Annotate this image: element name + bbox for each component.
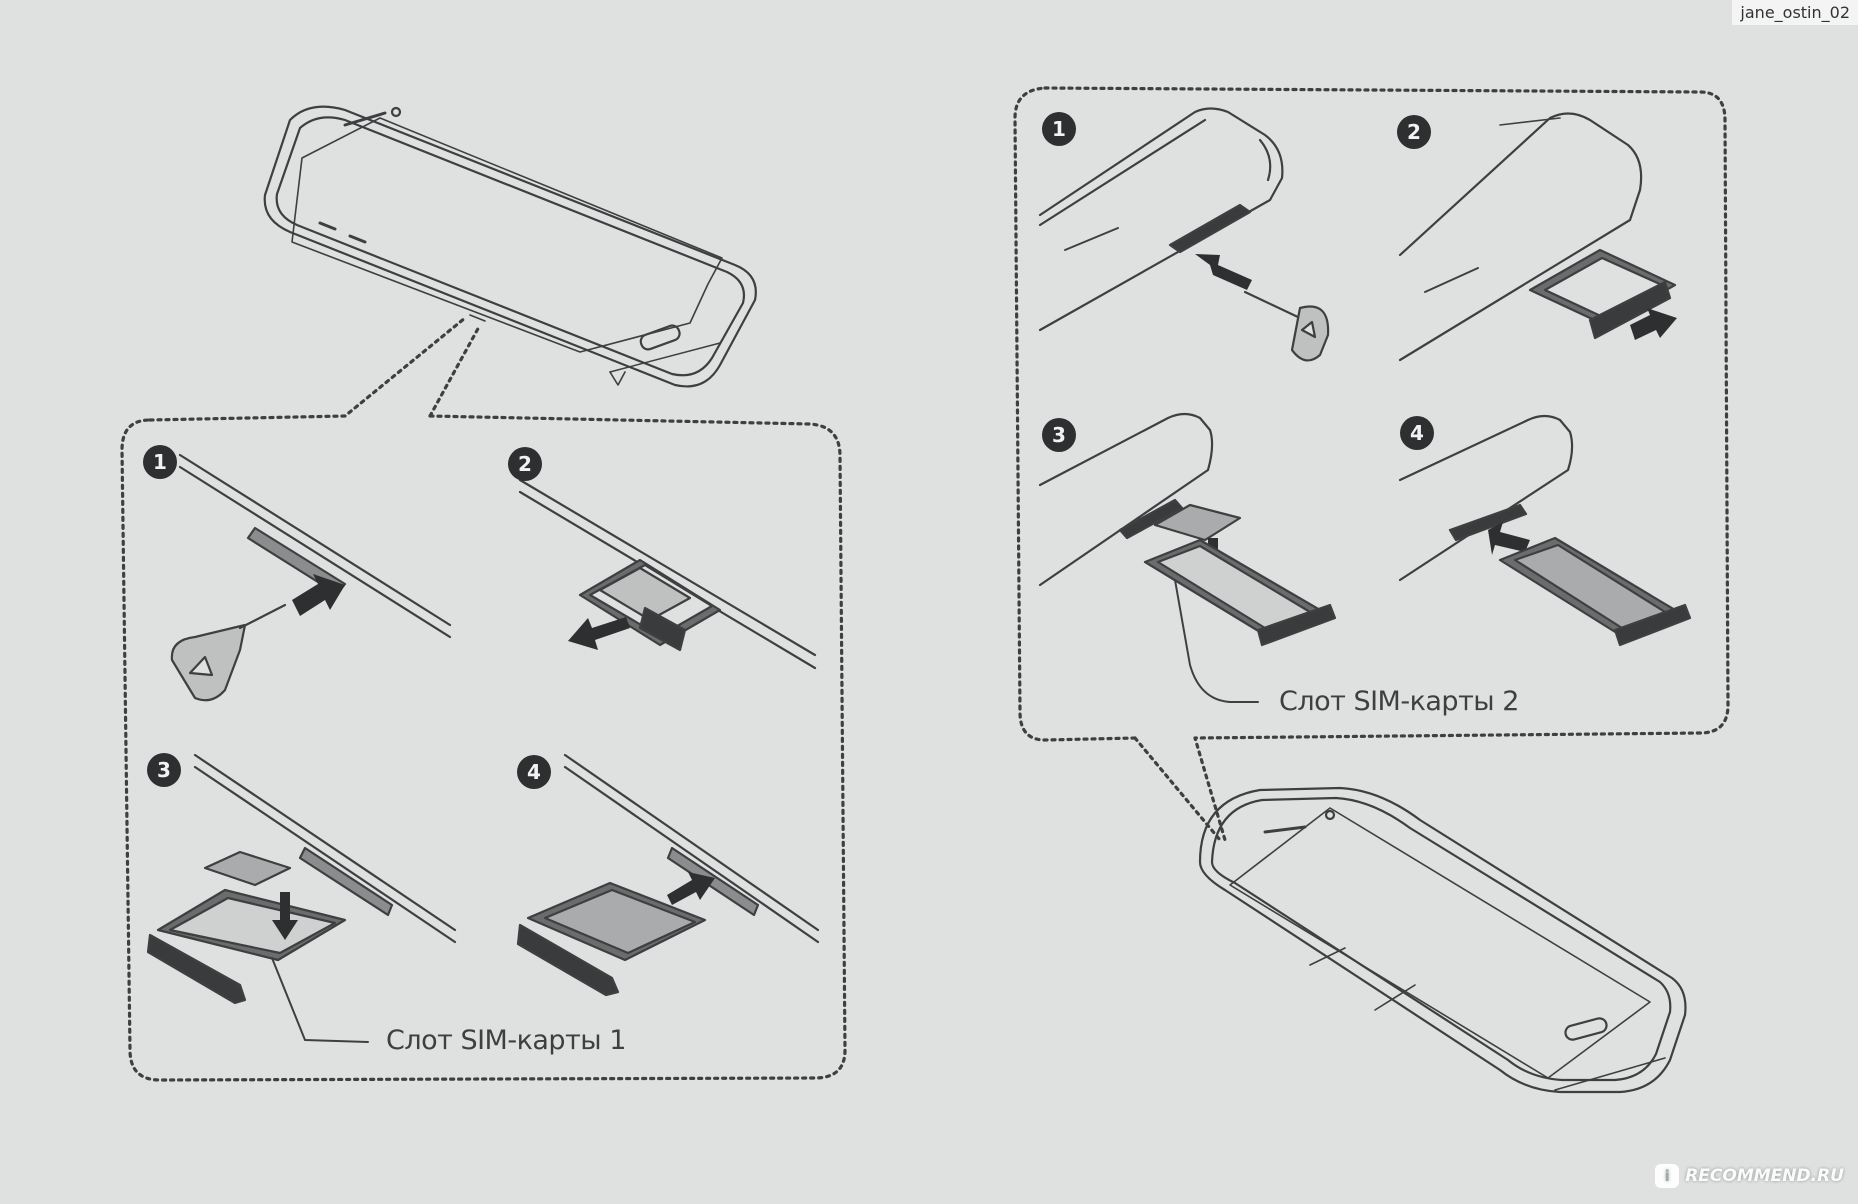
left-step-1-badge: 1: [143, 445, 177, 479]
right-step-3-badge: 3: [1042, 418, 1076, 452]
left-step-4-drawing: [516, 753, 820, 997]
right-step-2-arrow: [1630, 308, 1677, 340]
right-step-1-drawing: [1038, 107, 1330, 362]
right-bottom-phone-drawing: [1198, 786, 1687, 1094]
right-step-3-drawing: [1038, 412, 1337, 703]
right-step-4-drawing: [1398, 414, 1692, 647]
right-step-4-badge: 4: [1400, 416, 1434, 450]
right-step-1-arrow: [1195, 254, 1252, 290]
right-step-4-arrow: [1488, 522, 1530, 555]
left-step-3-arrow: [272, 892, 298, 940]
left-step-1-arrow: [292, 574, 345, 616]
left-step-2-badge: 2: [508, 447, 542, 481]
right-step-2-badge: 2: [1397, 115, 1431, 149]
site-watermark: i RECOMMEND.RU: [1655, 1164, 1844, 1188]
left-step-1-drawing: [170, 453, 452, 702]
right-callout-frame: [1013, 86, 1730, 842]
left-step-2-drawing: [518, 478, 817, 670]
left-step-2-arrow: [568, 617, 630, 650]
left-top-phone-drawing: [263, 105, 757, 388]
photo-credit-tag: jane_ostin_02: [1732, 0, 1858, 25]
watermark-text: RECOMMEND.RU: [1685, 1166, 1844, 1186]
sim-slot-1-label: Слот SIM-карты 1: [386, 1025, 626, 1056]
left-callout-frame: [120, 316, 847, 1082]
watermark-logo-icon: i: [1655, 1164, 1680, 1188]
left-step-3-badge: 3: [147, 753, 181, 787]
sim-slot-2-label: Слот SIM-карты 2: [1279, 686, 1519, 717]
right-step-2-drawing: [1398, 112, 1677, 362]
left-step-4-badge: 4: [517, 755, 551, 789]
left-step-3-drawing: [146, 753, 457, 1043]
left-step-4-arrow: [667, 872, 715, 905]
right-step-1-badge: 1: [1042, 112, 1076, 146]
